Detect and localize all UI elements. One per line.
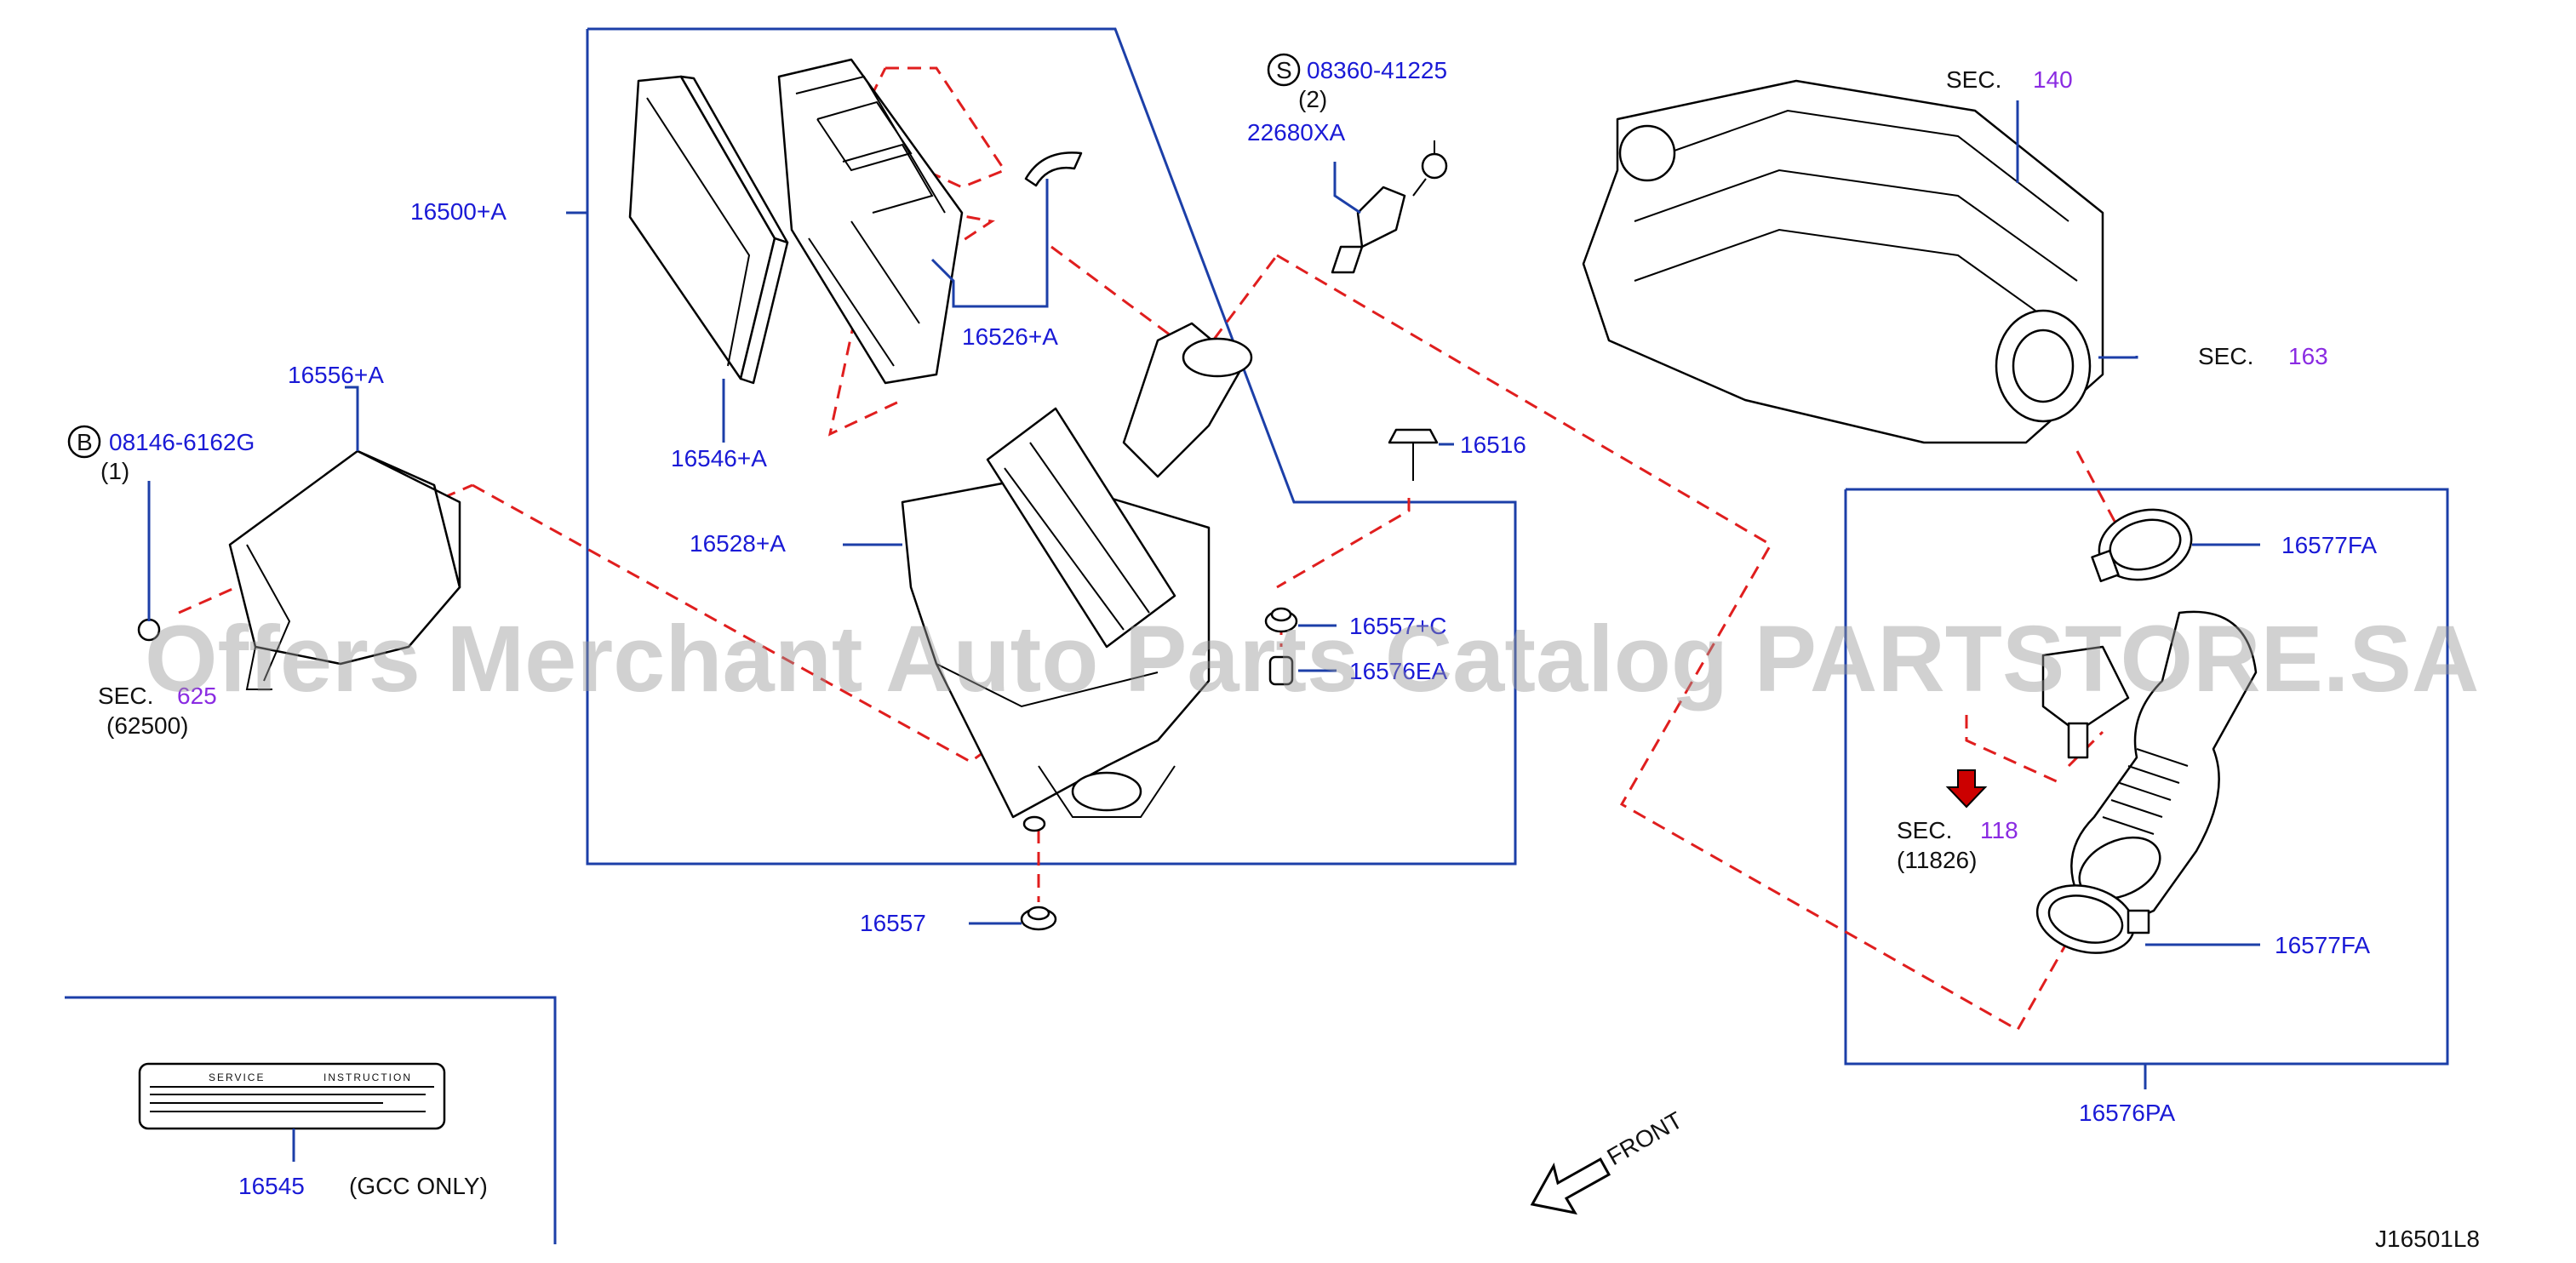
intake-manifold	[1582, 79, 2104, 444]
screw-callout-letter: S	[1276, 57, 1292, 83]
part-number-16500a[interactable]: 16500+A	[410, 198, 507, 225]
collar-16576ea[interactable]	[1268, 655, 1294, 686]
grommet-16557c[interactable]	[1264, 607, 1298, 633]
hose-clip[interactable]	[1024, 151, 1083, 187]
bolt-callout-letter: B	[77, 429, 93, 455]
service-label-frame	[65, 996, 557, 1244]
diagram-code: J16501L8	[2375, 1226, 2480, 1252]
part-number-16516[interactable]: 16516	[1460, 431, 1526, 458]
air-filter-element[interactable]	[628, 75, 789, 385]
air-cleaner-lower-housing[interactable]	[901, 322, 1253, 819]
screw-callout-badge	[1267, 53, 1301, 87]
sec-118-subcode: (11826)	[1897, 847, 1977, 873]
screw-quantity: (2)	[1298, 86, 1327, 112]
part-number-16526a[interactable]: 16526+A	[962, 323, 1058, 350]
bolt-quantity: (1)	[100, 458, 129, 484]
screw-part-number[interactable]: 08360-41225	[1307, 57, 1447, 83]
grommet-16557[interactable]	[1020, 815, 1057, 931]
hose-clamp-upper[interactable]	[2091, 500, 2200, 590]
mass-air-flow-sensor[interactable]	[1331, 186, 1406, 274]
gcc-only-note: (GCC ONLY)	[349, 1173, 488, 1199]
air-inlet-duct[interactable]	[137, 449, 461, 690]
sec-118-label: SEC.	[1897, 817, 1952, 843]
bolt-part-number[interactable]: 08146-6162G	[109, 429, 255, 455]
part-number-16577fa-upper[interactable]: 16577FA	[2281, 532, 2377, 558]
front-arrow-icon	[1530, 1157, 1611, 1215]
part-number-16557c[interactable]: 16557+C	[1349, 613, 1446, 639]
part-number-16556a[interactable]: 16556+A	[288, 362, 384, 388]
air-duct-frame	[1844, 488, 2449, 1066]
front-label: FRONT	[1603, 1106, 1687, 1170]
part-number-16557[interactable]: 16557	[860, 910, 926, 936]
part-number-16528a[interactable]: 16528+A	[690, 530, 786, 557]
sec-163-number[interactable]: 163	[2288, 343, 2328, 369]
bolt-16516[interactable]	[1388, 428, 1439, 481]
part-number-16545[interactable]: 16545	[238, 1173, 305, 1199]
sec-163-label: SEC.	[2198, 343, 2253, 369]
leader-lines	[147, 100, 2260, 1162]
air-cleaner-frame	[586, 27, 1517, 866]
air-duct-hose[interactable]	[2041, 610, 2258, 917]
part-number-16576ea[interactable]: 16576EA	[1349, 658, 1448, 684]
part-number-16577fa-lower[interactable]: 16577FA	[2275, 932, 2370, 958]
hose-clamp-lower[interactable]	[2029, 875, 2150, 963]
sec-140-label: SEC.	[1946, 66, 2001, 93]
sec-625-label: SEC.	[98, 683, 153, 709]
watermark-text: Offers Merchant Auto Parts Catalog PARTS…	[145, 607, 2479, 712]
sec-625-number[interactable]: 625	[177, 683, 217, 709]
label-heading-left: SERVICE	[209, 1072, 265, 1083]
air-cleaner-upper-cover[interactable]	[777, 58, 964, 385]
part-number-16576pa[interactable]: 16576PA	[2079, 1100, 2175, 1126]
part-number-16546a[interactable]: 16546+A	[671, 445, 767, 471]
mounting-screw[interactable]	[1412, 140, 1448, 197]
sec-140-number[interactable]: 140	[2033, 66, 2073, 93]
label-heading-right: INSTRUCTION	[323, 1072, 412, 1083]
bolt-callout-badge	[67, 425, 101, 459]
sec-118-number[interactable]: 118	[1980, 817, 2018, 843]
service-instruction-label[interactable]: SERVICE INSTRUCTION	[138, 1062, 446, 1130]
sec-625-subcode: (62500)	[106, 712, 189, 739]
sec-118-arrow-icon	[1945, 769, 1988, 809]
part-number-22680xa[interactable]: 22680XA	[1247, 119, 1346, 146]
